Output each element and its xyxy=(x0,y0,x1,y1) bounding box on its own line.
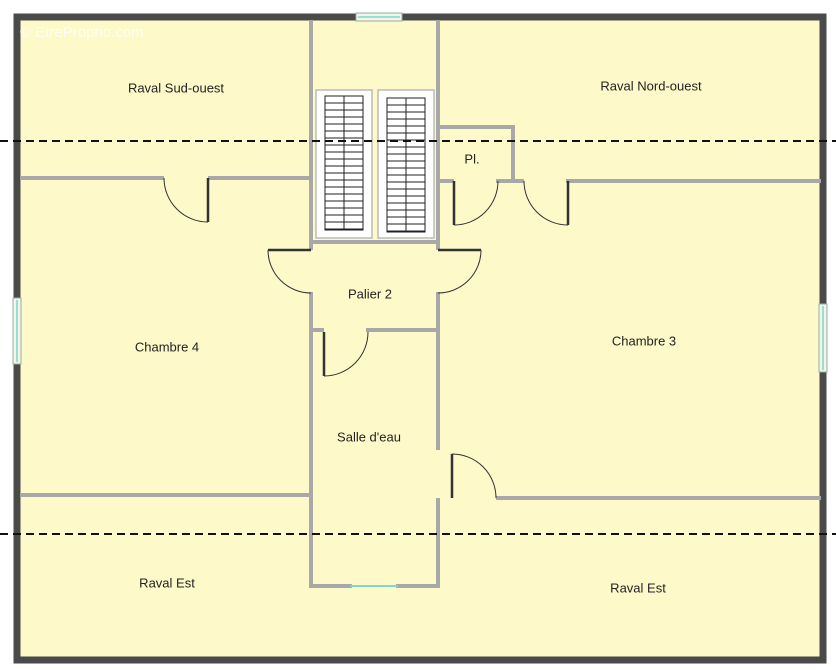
room-label-chambre-3: Chambre 3 xyxy=(611,333,677,349)
staircase-right xyxy=(377,89,435,239)
watermark: © EtreProprio.com xyxy=(20,24,144,41)
doors xyxy=(163,177,570,499)
room-label-palier: Palier 2 xyxy=(347,286,393,302)
inner-walls xyxy=(20,20,821,588)
room-label-chambre-4: Chambre 4 xyxy=(134,339,200,355)
room-label-placard: Pl. xyxy=(464,151,480,167)
window-top xyxy=(355,12,403,22)
staircase-left xyxy=(315,89,373,239)
window-right xyxy=(818,303,828,373)
room-label-raval-sud-ouest: Raval Sud-ouest xyxy=(127,80,225,96)
room-label-raval-est-right: Raval Est xyxy=(610,580,666,596)
window-left xyxy=(12,297,22,365)
room-label-raval-nord-ouest: Raval Nord-ouest xyxy=(600,78,702,94)
room-label-salle-eau: Salle d'eau xyxy=(337,429,401,445)
room-label-raval-est-left: Raval Est xyxy=(139,575,195,591)
